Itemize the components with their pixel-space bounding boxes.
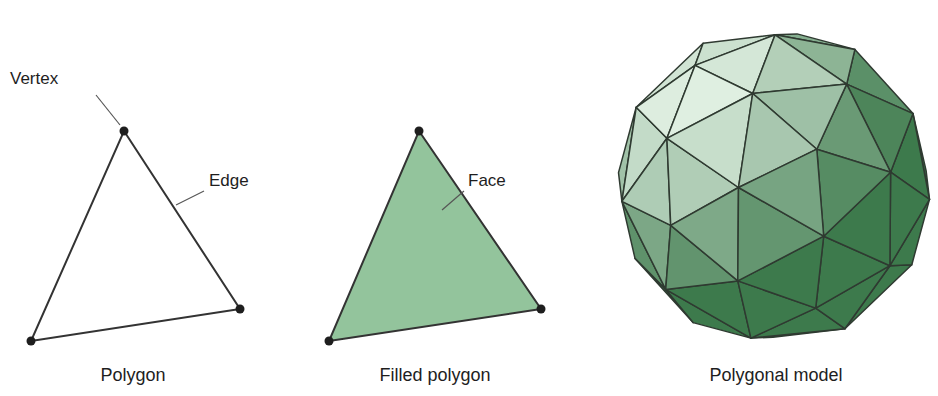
leader-line <box>442 191 464 210</box>
filled-polygon <box>325 127 546 346</box>
sphere-facet <box>671 188 739 281</box>
outline-polygon <box>27 95 245 346</box>
caption-label: Polygon <box>100 366 165 386</box>
triangle-outline <box>31 131 240 341</box>
leader-line <box>96 95 120 125</box>
triangle-filled <box>329 131 541 341</box>
sphere-facet <box>666 281 751 338</box>
leader-line <box>176 191 204 205</box>
vertex-dot <box>27 337 36 346</box>
vertex-dot <box>120 127 129 136</box>
vertex-dot <box>537 305 546 314</box>
face-label: Face <box>468 172 506 191</box>
caption-label: Filled polygon <box>379 366 490 386</box>
sphere-facet <box>817 149 891 236</box>
sphere-facet <box>667 94 753 188</box>
sphere-facet <box>890 172 930 266</box>
polygonal-sphere <box>619 34 930 338</box>
vertex-dot <box>415 127 424 136</box>
vertex-label: Vertex <box>10 70 58 89</box>
caption-label: Polygonal model <box>709 366 842 386</box>
sphere-facet <box>739 149 824 236</box>
edge-label: Edge <box>209 172 249 191</box>
sphere-facet <box>753 35 847 94</box>
vertex-dot <box>325 337 334 346</box>
vertex-dot <box>236 305 245 314</box>
sphere-facet <box>622 138 671 225</box>
